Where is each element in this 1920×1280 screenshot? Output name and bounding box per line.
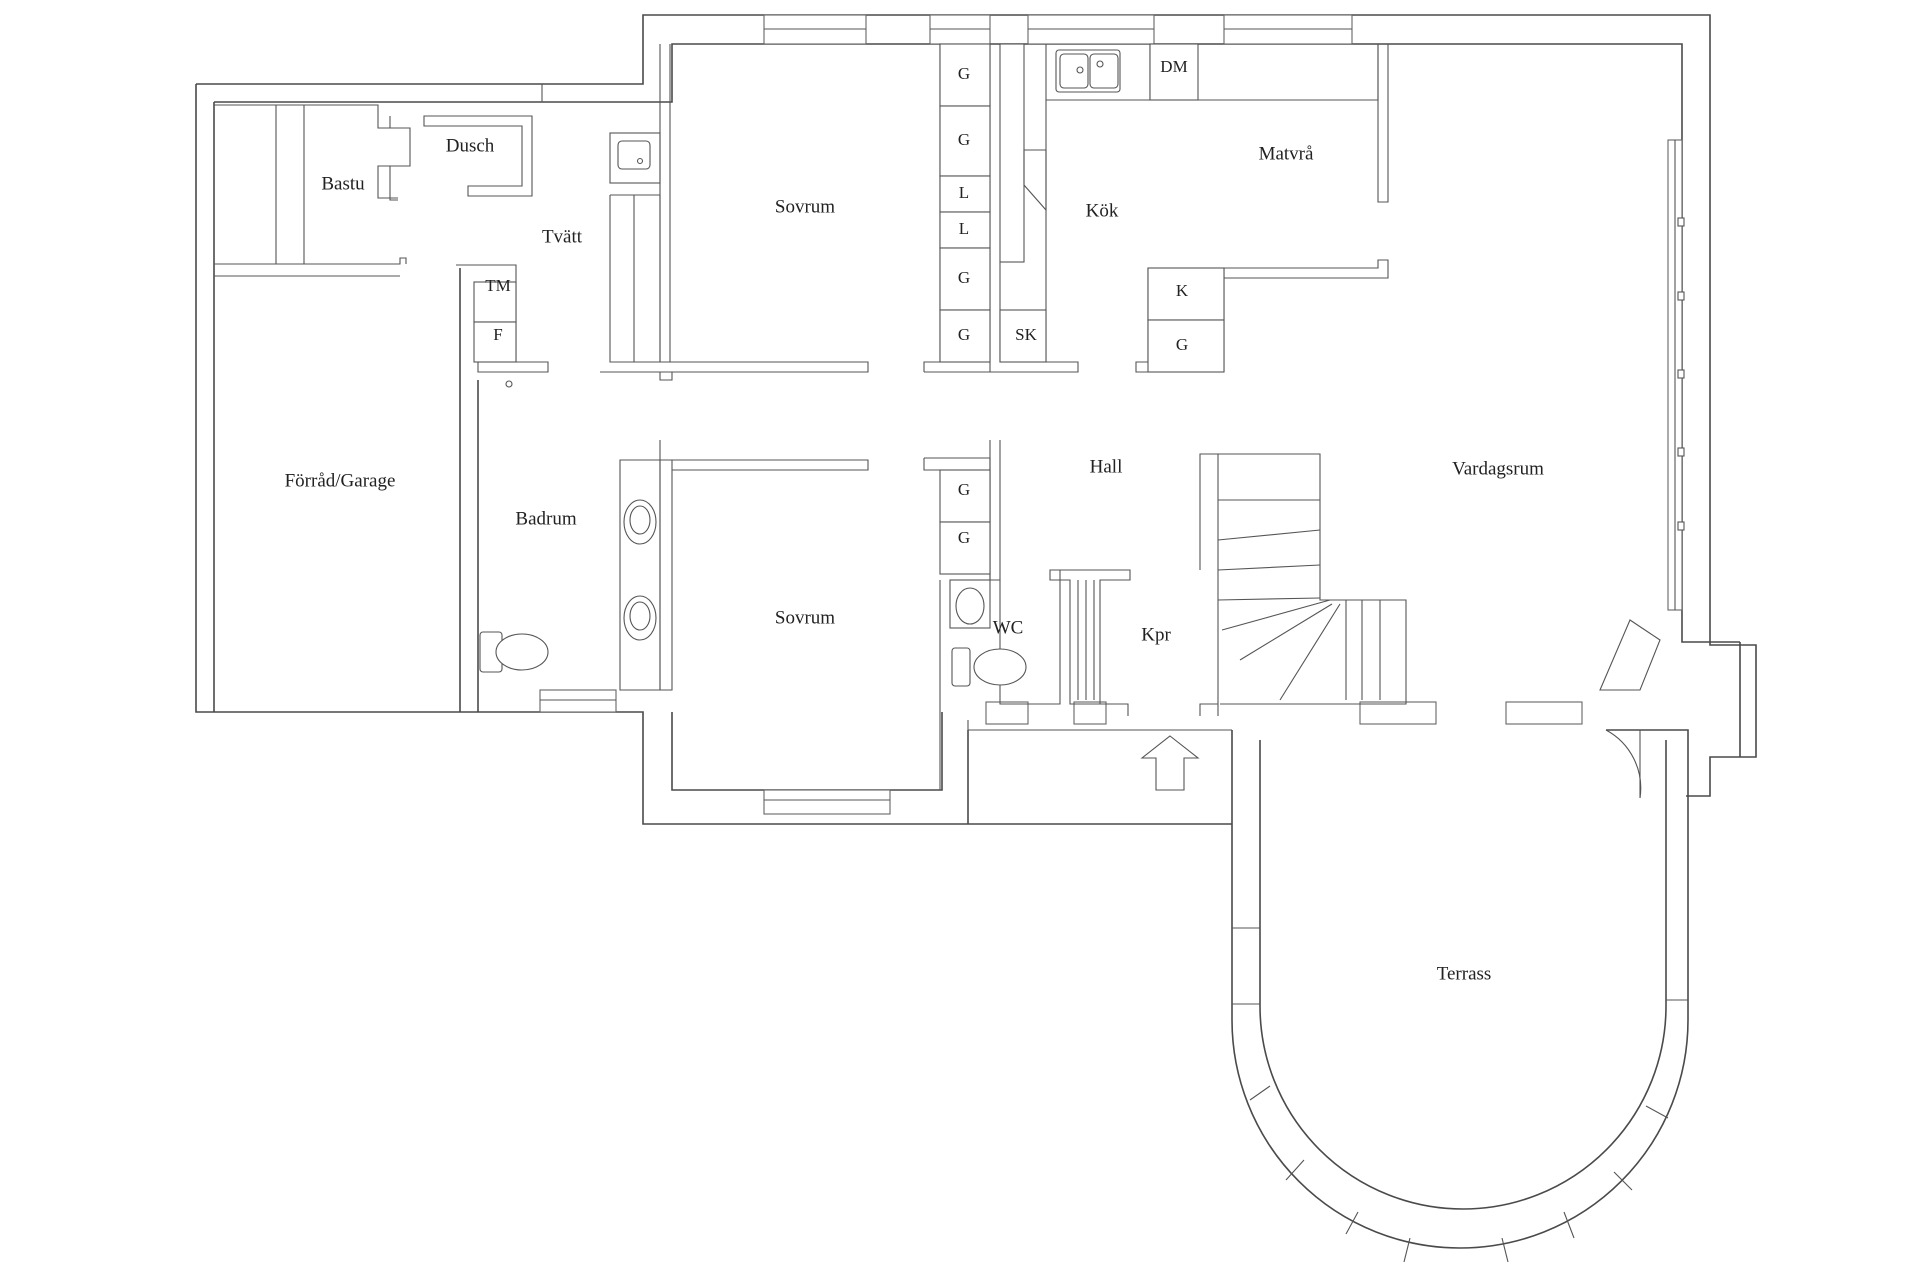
cabinet-g-3: G <box>958 268 970 287</box>
label-badrum: Badrum <box>515 508 576 529</box>
label-matvra: Matvrå <box>1259 143 1314 164</box>
interior-walls <box>214 43 1661 791</box>
label-terrass: Terrass <box>1437 963 1492 984</box>
room-labels: Bastu Dusch Tvätt Förråd/Garage Badrum S… <box>285 135 1545 984</box>
cabinet-l-2: L <box>959 219 969 238</box>
label-wc: WC <box>993 617 1024 638</box>
cabinet-g-2: G <box>958 130 970 149</box>
label-dusch: Dusch <box>446 135 495 156</box>
label-hall: Hall <box>1090 456 1123 477</box>
terrace-outline <box>1231 729 1689 1263</box>
cabinet-g-4: G <box>958 325 970 344</box>
label-forrad-garage: Förråd/Garage <box>285 470 396 491</box>
cabinet-kitchen-g: G <box>1176 335 1188 354</box>
label-bastu: Bastu <box>321 173 365 194</box>
cabinet-hall-g-2: G <box>958 528 970 547</box>
cabinet-k: K <box>1176 281 1189 300</box>
cabinet-f: F <box>493 325 502 344</box>
cabinet-l-1: L <box>959 183 969 202</box>
cabinet-hall-g-1: G <box>958 480 970 499</box>
cabinet-labels: G G L L G G SK DM K G TM F G G <box>485 57 1189 547</box>
label-tvatt: Tvätt <box>542 226 583 247</box>
cabinet-sk: SK <box>1015 325 1037 344</box>
label-kpr: Kpr <box>1141 624 1171 645</box>
label-vardagsrum: Vardagsrum <box>1452 458 1544 479</box>
label-sovrum-lower: Sovrum <box>775 607 835 628</box>
label-sovrum-upper: Sovrum <box>775 196 835 217</box>
cabinet-dm: DM <box>1160 57 1187 76</box>
windows <box>539 14 1685 815</box>
cabinet-g-1: G <box>958 64 970 83</box>
cabinet-tm: TM <box>485 276 511 295</box>
label-kok: Kök <box>1086 200 1119 221</box>
